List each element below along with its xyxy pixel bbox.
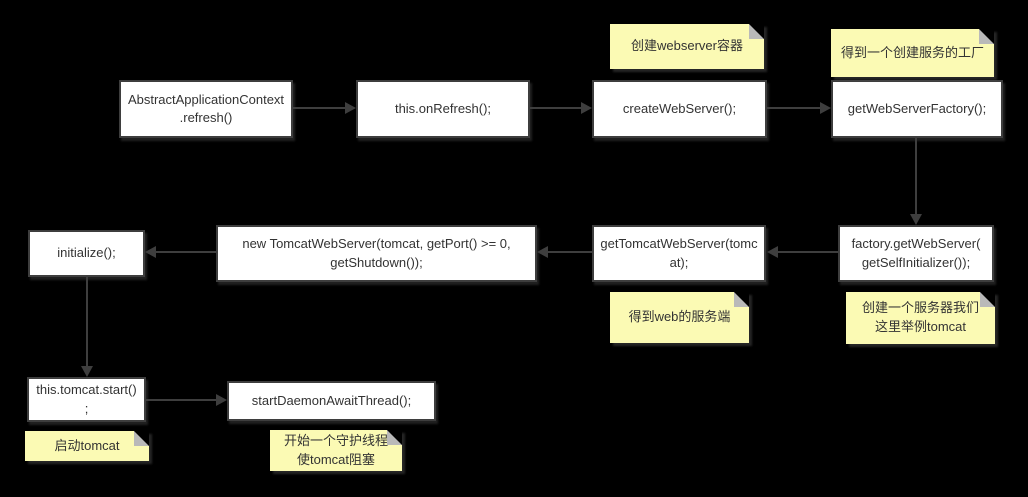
arrowhead-down-icon xyxy=(81,366,93,377)
connector-refresh-to-onrefresh xyxy=(293,102,356,114)
note-get-creation-factory[interactable]: 得到一个创建服务的工厂 xyxy=(831,29,994,77)
folded-corner-icon xyxy=(749,24,764,39)
node-new-tomcat-web-server[interactable]: new TomcatWebServer(tomcat, getPort() >=… xyxy=(216,225,537,282)
connector-line xyxy=(915,138,917,214)
node-start-daemon-await-thread[interactable]: startDaemonAwaitThread(); xyxy=(227,381,436,421)
folded-corner-icon xyxy=(980,292,995,307)
folded-corner-icon xyxy=(387,430,402,445)
arrowhead-left-icon xyxy=(767,246,778,258)
note-text: 得到web的服务端 xyxy=(628,309,731,325)
node-this-tomcat-start[interactable]: this.tomcat.start(); xyxy=(27,377,146,422)
connector-line xyxy=(548,251,592,253)
connector-line xyxy=(156,251,216,253)
node-label: new TomcatWebServer(tomcat, getPort() >=… xyxy=(242,236,511,270)
connector-line xyxy=(767,107,820,109)
node-label: this.onRefresh(); xyxy=(394,100,492,116)
connector-start-to-daemon xyxy=(146,394,227,406)
node-initialize[interactable]: initialize(); xyxy=(28,230,145,277)
note-text: 开始一个守护线程使tomcat阻塞 xyxy=(283,432,388,467)
node-get-tomcat-web-server[interactable]: getTomcatWebServer(tomcat); xyxy=(592,225,766,282)
node-this-onrefresh[interactable]: this.onRefresh(); xyxy=(356,80,530,138)
arrowhead-left-icon xyxy=(145,246,156,258)
connector-onrefresh-to-createwebserver xyxy=(530,102,592,114)
note-text: 创建一个服务器我们这里举例tomcat xyxy=(861,300,979,334)
node-abstract-application-context-refresh[interactable]: AbstractApplicationContext.refresh() xyxy=(119,80,293,138)
note-text: 得到一个创建服务的工厂 xyxy=(840,44,984,60)
note-daemon-thread-blocks-tomcat[interactable]: 开始一个守护线程使tomcat阻塞 xyxy=(270,430,402,471)
connector-gettomcat-to-newtomcat xyxy=(537,246,592,258)
note-create-webserver-container[interactable]: 创建webserver容器 xyxy=(610,24,764,69)
folded-corner-icon xyxy=(134,431,149,446)
connector-newtomcat-to-initialize xyxy=(145,246,216,258)
connector-line xyxy=(293,107,345,109)
node-label: factory.getWebServer(getSelfInitializer(… xyxy=(851,236,981,270)
folded-corner-icon xyxy=(979,29,994,44)
note-get-web-server-side[interactable]: 得到web的服务端 xyxy=(610,292,749,343)
connector-getwebserver-to-gettomcat xyxy=(767,246,838,258)
connector-line xyxy=(530,107,581,109)
note-text: 创建webserver容器 xyxy=(631,38,743,54)
arrowhead-down-icon xyxy=(910,214,922,225)
node-label: startDaemonAwaitThread(); xyxy=(251,392,412,408)
node-label: this.tomcat.start(); xyxy=(36,382,137,416)
connector-initialize-down xyxy=(81,277,93,377)
folded-corner-icon xyxy=(734,292,749,307)
connector-createwebserver-to-factory xyxy=(767,102,831,114)
note-create-server-example-tomcat[interactable]: 创建一个服务器我们这里举例tomcat xyxy=(846,292,995,344)
node-label: initialize(); xyxy=(57,245,116,261)
node-factory-get-web-server[interactable]: factory.getWebServer(getSelfInitializer(… xyxy=(838,225,994,282)
node-get-web-server-factory[interactable]: getWebServerFactory(); xyxy=(831,80,1003,138)
note-text: 启动tomcat xyxy=(54,437,120,453)
node-label: AbstractApplicationContext.refresh() xyxy=(127,91,285,125)
node-label: createWebServer(); xyxy=(622,100,737,116)
arrowhead-left-icon xyxy=(537,246,548,258)
arrowhead-right-icon xyxy=(216,394,227,406)
arrowhead-right-icon xyxy=(820,102,831,114)
connector-line xyxy=(86,277,88,366)
node-label: getWebServerFactory(); xyxy=(847,100,987,116)
connector-line xyxy=(146,399,216,401)
node-create-web-server[interactable]: createWebServer(); xyxy=(592,80,767,138)
arrowhead-right-icon xyxy=(581,102,592,114)
connector-line xyxy=(778,251,838,253)
node-label: getTomcatWebServer(tomcat); xyxy=(600,236,758,270)
connector-factory-down xyxy=(910,138,922,225)
arrowhead-right-icon xyxy=(345,102,356,114)
note-start-tomcat[interactable]: 启动tomcat xyxy=(25,431,149,461)
